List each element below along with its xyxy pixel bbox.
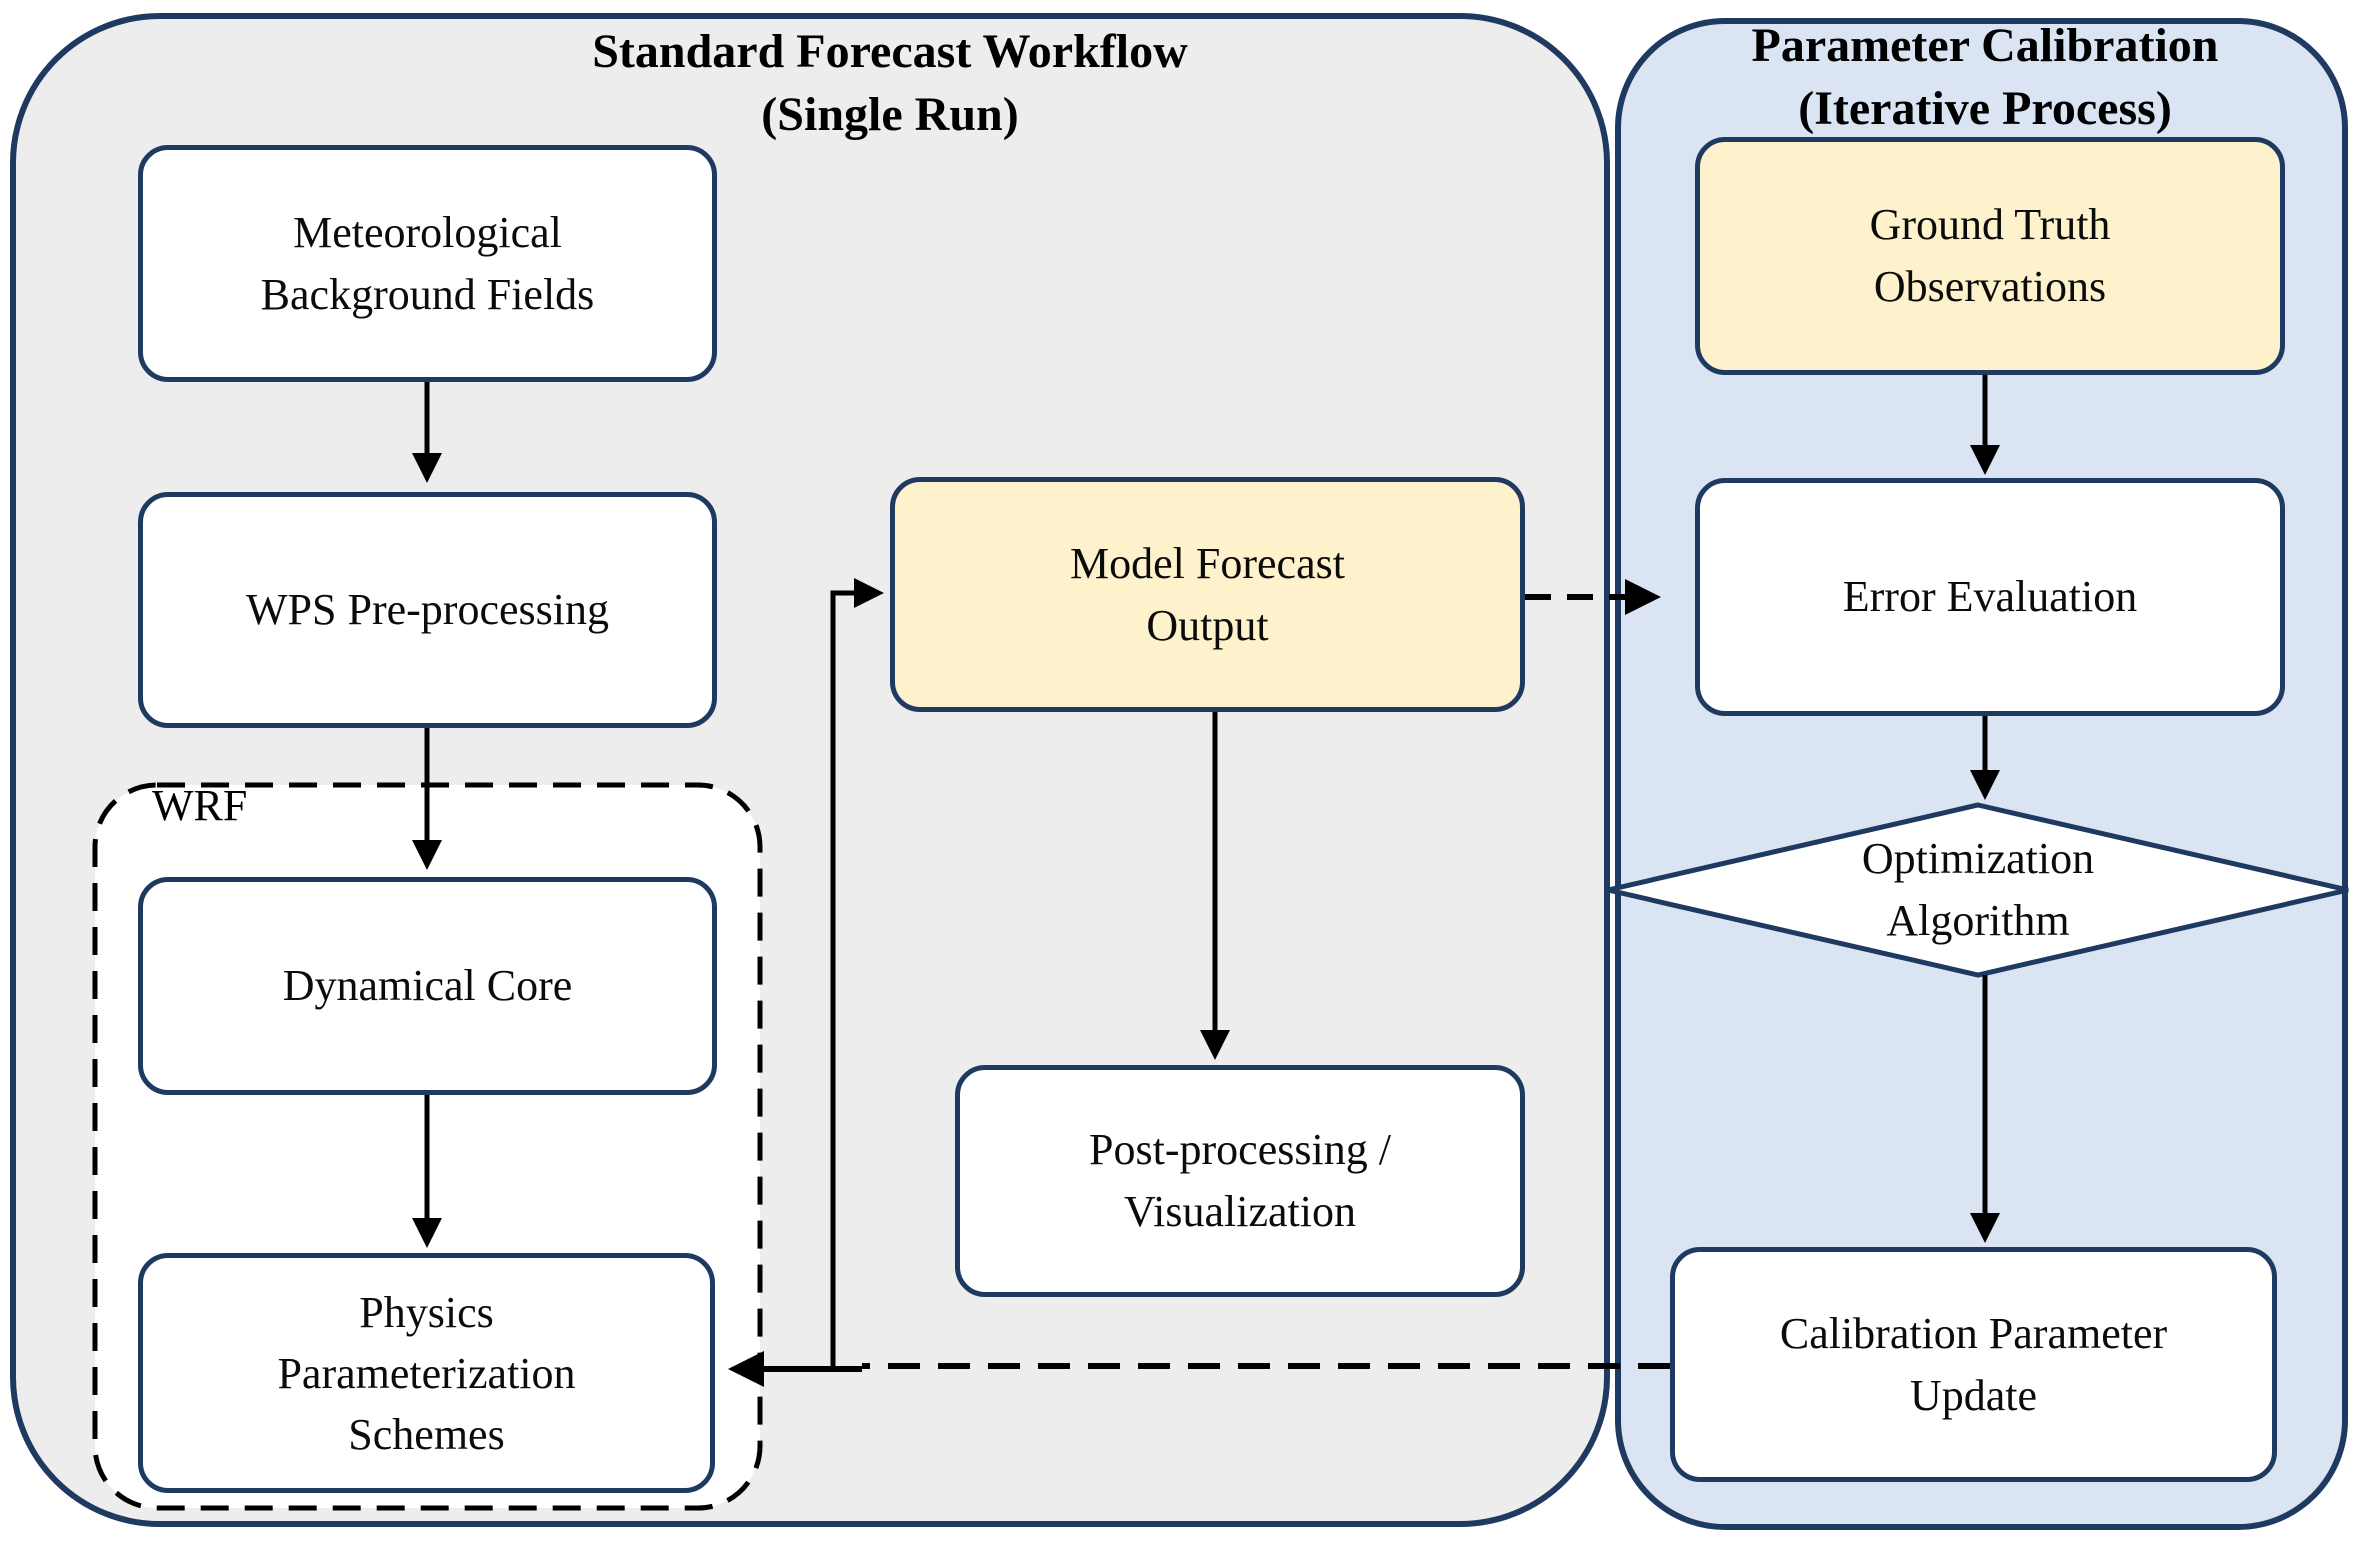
node-physics-parameterization-schemes: Physics Parameterization Schemes: [138, 1253, 715, 1493]
node-meteorological-background-fields: Meteorological Background Fields: [138, 145, 717, 382]
node-model-forecast-output: Model Forecast Output: [890, 477, 1525, 712]
node-text-line: Physics: [359, 1287, 494, 1337]
node-text-line: Meteorological: [293, 207, 562, 257]
node-text-line: Output: [1146, 600, 1269, 650]
node-text-line: Visualization: [1124, 1187, 1356, 1236]
node-text-line: Update: [1909, 1370, 2038, 1420]
node-calibration-parameter-update: Calibration Parameter Update: [1670, 1247, 2277, 1482]
right-panel-title-line1: Parameter Calibration: [1751, 19, 2219, 72]
node-text-line: Observations: [1873, 262, 2107, 311]
node-text-line: Dynamical Core: [282, 961, 573, 1010]
node-wps-preprocessing: WPS Pre-processing: [138, 492, 717, 728]
node-text-line: Post-processing /: [1089, 1125, 1391, 1174]
node-text-line: Error Evaluation: [1842, 572, 2138, 621]
left-panel-title-line1: Standard Forecast Workflow: [592, 25, 1188, 78]
node-text-line: Optimization: [1861, 834, 2095, 883]
node-optimization-algorithm-label: Optimization Algorithm: [1778, 828, 2178, 952]
left-panel-title: Standard Forecast Workflow (Single Run): [290, 20, 1490, 146]
node-text-line: Schemes: [348, 1409, 505, 1459]
left-panel-title-line2: (Single Run): [761, 88, 1019, 141]
node-text-line: Ground Truth: [1869, 200, 2111, 249]
node-text-line: Model Forecast: [1070, 538, 1345, 588]
node-dynamical-core: Dynamical Core: [138, 877, 717, 1095]
node-text-line: Parameterization: [277, 1348, 576, 1398]
right-panel-title: Parameter Calibration (Iterative Process…: [1630, 14, 2340, 140]
node-text-line: WPS Pre-processing: [246, 585, 609, 634]
node-ground-truth-observations: Ground Truth Observations: [1695, 137, 2285, 375]
node-error-evaluation: Error Evaluation: [1695, 478, 2285, 716]
wrf-group-label: WRF: [152, 781, 248, 830]
right-panel-title-line2: (Iterative Process): [1798, 82, 2172, 135]
node-text-line: Background Fields: [260, 269, 595, 319]
node-text-line: Algorithm: [1886, 896, 2070, 945]
node-post-processing-visualization: Post-processing / Visualization: [955, 1065, 1525, 1297]
node-text-line: Calibration Parameter: [1779, 1308, 2168, 1358]
